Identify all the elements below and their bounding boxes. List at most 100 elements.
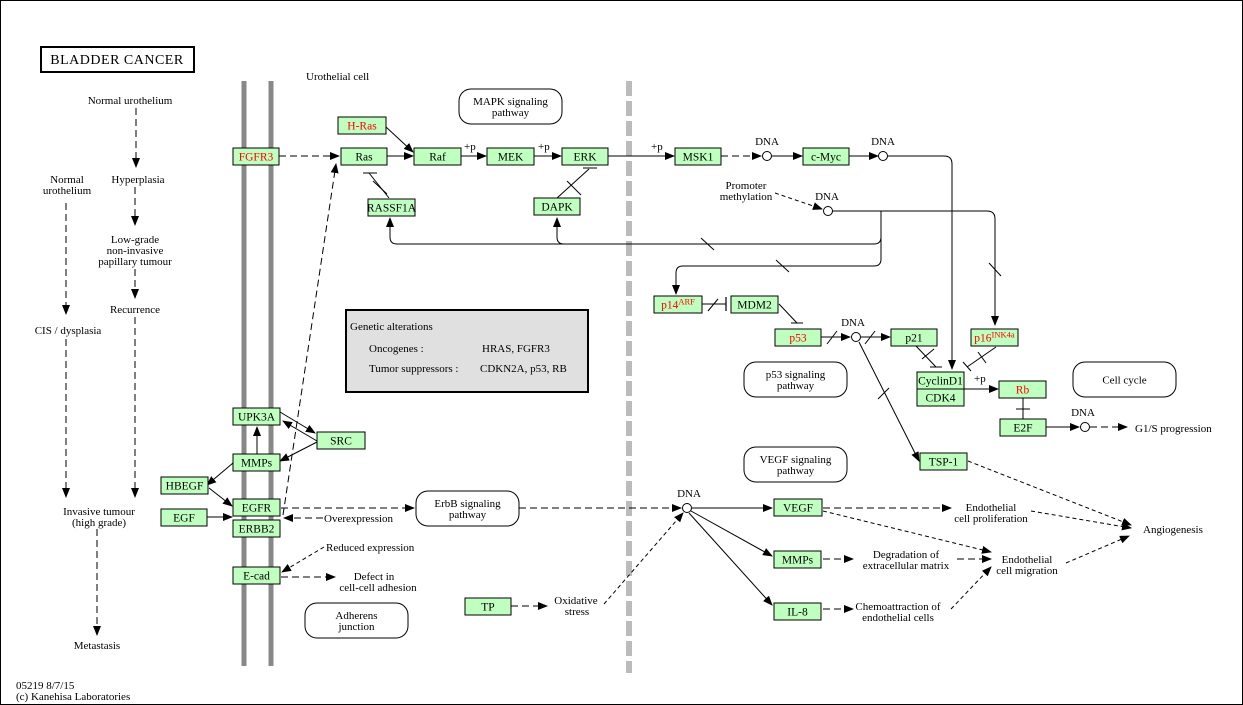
gene-box[interactable] — [232, 519, 281, 538]
legend-suppressors-value: CDKN2A, p53, RB — [480, 363, 567, 375]
gene-box[interactable] — [337, 116, 387, 135]
dna-node-e2f — [1080, 422, 1090, 432]
pathway-map-box[interactable] — [743, 446, 848, 483]
gene-node-mmps-2[interactable]: MMPs — [773, 550, 822, 569]
dna-node-cmyc — [878, 151, 888, 161]
gene-box[interactable] — [916, 388, 965, 407]
dna-node-p53 — [851, 332, 861, 342]
svg-text:cell-cell adhesion: cell-cell adhesion — [339, 582, 417, 594]
gene-box[interactable] — [970, 328, 1019, 347]
gene-node-rassf1a[interactable]: RASSF1A — [367, 198, 417, 217]
gene-node-dapk[interactable]: DAPK — [533, 197, 581, 216]
svg-text:(high grade): (high grade) — [72, 517, 126, 529]
pathway-map-box[interactable] — [415, 490, 520, 527]
gene-node-mdm2[interactable]: MDM2 — [730, 295, 779, 314]
gene-box[interactable] — [367, 198, 416, 217]
gene-node-hbegf[interactable]: HBEGF — [160, 476, 209, 495]
gene-node-vegf[interactable]: VEGF — [773, 498, 823, 517]
gene-node-fgfr3[interactable]: FGFR3 — [232, 147, 280, 166]
gene-node-cdk4[interactable]: CDK4 — [916, 388, 965, 407]
chemoattraction-label: Chemoattraction of — [855, 601, 941, 613]
pathway-map-box[interactable] — [743, 361, 848, 398]
gene-box[interactable] — [773, 550, 822, 569]
dna-node-vegf — [682, 503, 692, 513]
gene-node-upk3a[interactable]: UPK3A — [232, 407, 281, 426]
pathway-map-box[interactable] — [458, 88, 563, 125]
gene-node-erk[interactable]: ERK — [561, 147, 609, 166]
gene-label: FGFR3 — [239, 152, 274, 164]
pathway-map-box[interactable] — [1072, 361, 1177, 398]
gene-node-msk1[interactable]: MSK1 — [674, 147, 722, 166]
gene-box[interactable] — [316, 431, 366, 450]
gene-node-e2f[interactable]: E2F — [999, 418, 1047, 437]
gene-box[interactable] — [160, 508, 208, 527]
gene-box[interactable] — [232, 407, 281, 426]
gene-node-egfr[interactable]: EGFR — [232, 498, 281, 517]
gene-box[interactable] — [919, 452, 968, 471]
pathway-map-label: VEGF signaling — [760, 454, 832, 466]
gene-label: ERBB2 — [239, 524, 275, 536]
gene-node-erbb2[interactable]: ERBB2 — [232, 519, 281, 538]
gene-node-cyclind1[interactable]: CyclinD1 — [916, 371, 965, 390]
pathway-map-label: MAPK signaling — [473, 96, 548, 108]
gene-node-raf[interactable]: Raf — [413, 147, 462, 166]
gene-box[interactable] — [890, 328, 938, 347]
gene-box[interactable] — [160, 476, 209, 495]
pathway-map-label: pathway — [449, 509, 487, 521]
gene-node-mek[interactable]: MEK — [486, 147, 535, 166]
gene-node-il-8[interactable]: IL-8 — [773, 602, 822, 621]
gene-box[interactable] — [773, 602, 822, 621]
gene-box[interactable] — [340, 147, 388, 166]
gene-node-tp[interactable]: TP — [464, 597, 512, 616]
gene-label: MMPs — [782, 555, 814, 567]
gene-box[interactable] — [802, 147, 850, 166]
oxidative-stress-label: Oxidative — [554, 595, 597, 607]
gene-node-e-cad[interactable]: E-cad — [232, 566, 281, 585]
gene-label: p53 — [789, 333, 807, 345]
gene-box[interactable] — [774, 328, 822, 347]
gene-node-tsp-1[interactable]: TSP-1 — [919, 452, 968, 471]
gene-label: TP — [481, 602, 494, 614]
gene-node-c-myc[interactable]: c-Myc — [802, 147, 850, 166]
gene-node-p16ink4a[interactable]: p16INK4a — [970, 328, 1019, 347]
gene-box[interactable] — [232, 453, 281, 472]
gene-box[interactable] — [998, 380, 1047, 399]
gene-box[interactable] — [533, 197, 581, 216]
gene-box[interactable] — [232, 498, 281, 517]
progression-flow: Normal urothelium Hyperplasia Low-grade … — [35, 95, 173, 652]
gene-box[interactable] — [653, 295, 703, 314]
gene-box[interactable] — [232, 147, 280, 166]
gene-box[interactable] — [561, 147, 609, 166]
endothelial-proliferation-label: Endothelial — [966, 502, 1017, 514]
gene-node-rb[interactable]: Rb — [998, 380, 1047, 399]
gene-node-p53[interactable]: p53 — [774, 328, 822, 347]
phospho-label: +p — [651, 141, 663, 153]
gene-box[interactable] — [413, 147, 462, 166]
pathway-map-label: Adherens — [335, 610, 377, 622]
gene-node-p21[interactable]: p21 — [890, 328, 938, 347]
gene-node-egf[interactable]: EGF — [160, 508, 208, 527]
gene-box[interactable] — [773, 498, 823, 517]
angiogenesis-label: Angiogenesis — [1143, 524, 1203, 536]
gene-box[interactable] — [464, 597, 512, 616]
gene-node-src[interactable]: SRC — [316, 431, 366, 450]
gene-box[interactable] — [486, 147, 535, 166]
svg-text:non-invasive: non-invasive — [107, 245, 164, 257]
gene-node-p14arf[interactable]: p14ARF — [653, 295, 703, 314]
gene-box[interactable] — [674, 147, 722, 166]
gene-node-h-ras[interactable]: H-Ras — [337, 116, 387, 135]
gene-box[interactable] — [730, 295, 779, 314]
gene-node-ras[interactable]: Ras — [340, 147, 388, 166]
gene-box[interactable] — [999, 418, 1047, 437]
gene-box[interactable] — [232, 566, 281, 585]
pathway-map-box[interactable] — [304, 602, 409, 639]
stage-cis-dysplasia: CIS / dysplasia — [35, 325, 102, 337]
pathway-map-cell-cycle[interactable]: Cell cycle — [1072, 361, 1177, 398]
gene-node-mmps-1[interactable]: MMPs — [232, 453, 281, 472]
